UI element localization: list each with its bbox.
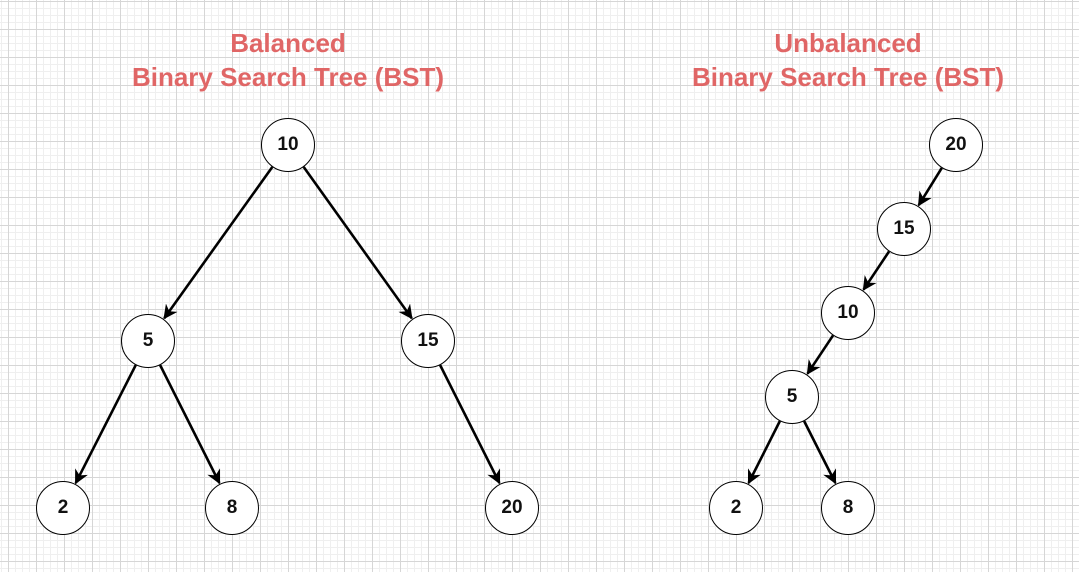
edge-arrow-5-to-2	[747, 420, 781, 485]
balanced-node-15: 15	[401, 314, 455, 368]
balanced-bst-title: Balanced Binary Search Tree (BST)	[88, 26, 488, 94]
balanced-node-20: 20	[485, 481, 539, 535]
balanced-title-line1: Balanced	[230, 28, 346, 58]
node-label: 2	[57, 497, 69, 518]
unbalanced-node-20: 20	[929, 118, 983, 172]
edge-arrow-10-to-5	[163, 166, 274, 320]
balanced-node-2: 2	[36, 481, 90, 535]
node-label: 20	[945, 134, 967, 155]
unbalanced-node-8: 8	[821, 481, 875, 535]
unbalanced-title-line2: Binary Search Tree (BST)	[691, 62, 1005, 92]
edge-arrow-15-to-10	[862, 250, 891, 291]
edge-arrow-15-to-20	[438, 364, 501, 485]
node-label: 8	[842, 497, 854, 518]
edge-arrow-5-to-8	[158, 364, 221, 485]
unbalanced-node-5: 5	[765, 370, 819, 424]
balanced-node-5: 5	[121, 314, 175, 368]
node-label: 2	[730, 497, 742, 518]
node-label: 20	[501, 497, 523, 518]
node-label: 8	[226, 497, 238, 518]
unbalanced-node-15: 15	[877, 202, 931, 256]
node-label: 15	[417, 330, 439, 351]
balanced-node-8: 8	[205, 481, 259, 535]
balanced-title-line2: Binary Search Tree (BST)	[131, 62, 445, 92]
edge-arrow-10-to-5	[806, 334, 835, 375]
node-label: 5	[142, 330, 154, 351]
edge-arrow-5-to-2	[74, 364, 137, 485]
node-label: 10	[837, 302, 859, 323]
edge-arrow-20-to-15	[917, 167, 943, 207]
unbalanced-node-10: 10	[821, 286, 875, 340]
unbalanced-title-line1: Unbalanced	[774, 28, 922, 58]
edge-arrow-10-to-15	[302, 166, 413, 320]
node-label: 15	[893, 218, 915, 239]
edge-arrow-5-to-8	[803, 420, 837, 485]
node-label: 5	[786, 386, 798, 407]
unbalanced-node-2: 2	[709, 481, 763, 535]
unbalanced-bst-title: Unbalanced Binary Search Tree (BST)	[648, 26, 1048, 94]
node-label: 10	[277, 134, 299, 155]
balanced-node-10: 10	[261, 118, 315, 172]
